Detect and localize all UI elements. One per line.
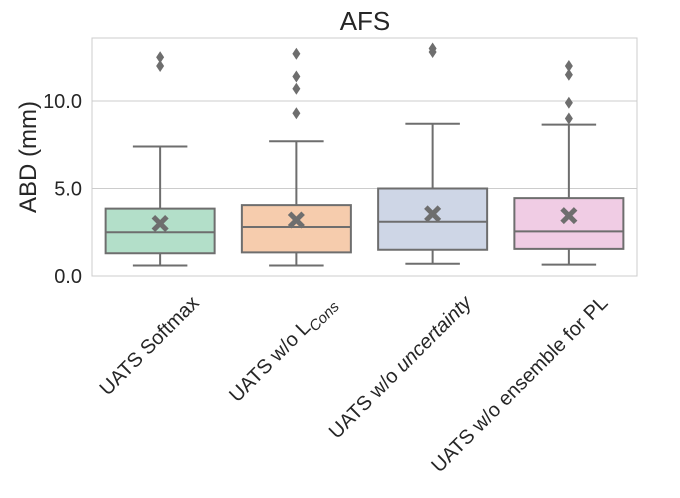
x-tick-label: UATS Softmax xyxy=(96,292,204,400)
outlier-point xyxy=(292,47,301,60)
box-group-4 xyxy=(513,60,625,266)
outlier-point xyxy=(564,112,573,125)
plot-area-frame xyxy=(91,37,638,277)
x-tick-label: UATS w/o uncertainty xyxy=(325,291,477,443)
box-group-3 xyxy=(377,42,489,265)
mean-marker xyxy=(424,205,442,223)
box-iqr xyxy=(377,187,489,251)
box-series xyxy=(104,42,625,267)
outlier-point xyxy=(156,60,165,72)
y-tick-label: 0.0 xyxy=(54,266,82,288)
box-iqr xyxy=(104,207,216,255)
box-group-2 xyxy=(240,47,352,267)
outlier-point xyxy=(564,96,573,109)
box-iqr xyxy=(513,197,625,250)
y-axis-label: ABD (mm) xyxy=(15,101,42,213)
mean-marker xyxy=(287,211,305,229)
outlier-point xyxy=(564,60,573,72)
x-tick-label: UATS w/o LCons xyxy=(225,292,343,410)
mean-marker xyxy=(151,214,169,233)
y-tick-label: 10.0 xyxy=(43,91,82,113)
outlier-point xyxy=(292,82,301,95)
outlier-point xyxy=(292,107,301,120)
chart-title: AFS xyxy=(340,6,391,36)
box-iqr xyxy=(240,204,352,254)
y-tick-labels: 0.0 5.0 10.0 xyxy=(43,91,82,288)
box-group-1 xyxy=(104,51,216,267)
outlier-point xyxy=(292,70,301,83)
y-tick-label: 5.0 xyxy=(54,179,82,201)
outlier-point xyxy=(564,68,573,81)
outlier-point xyxy=(156,51,165,64)
mean-marker xyxy=(560,207,578,225)
outlier-point xyxy=(428,42,437,55)
